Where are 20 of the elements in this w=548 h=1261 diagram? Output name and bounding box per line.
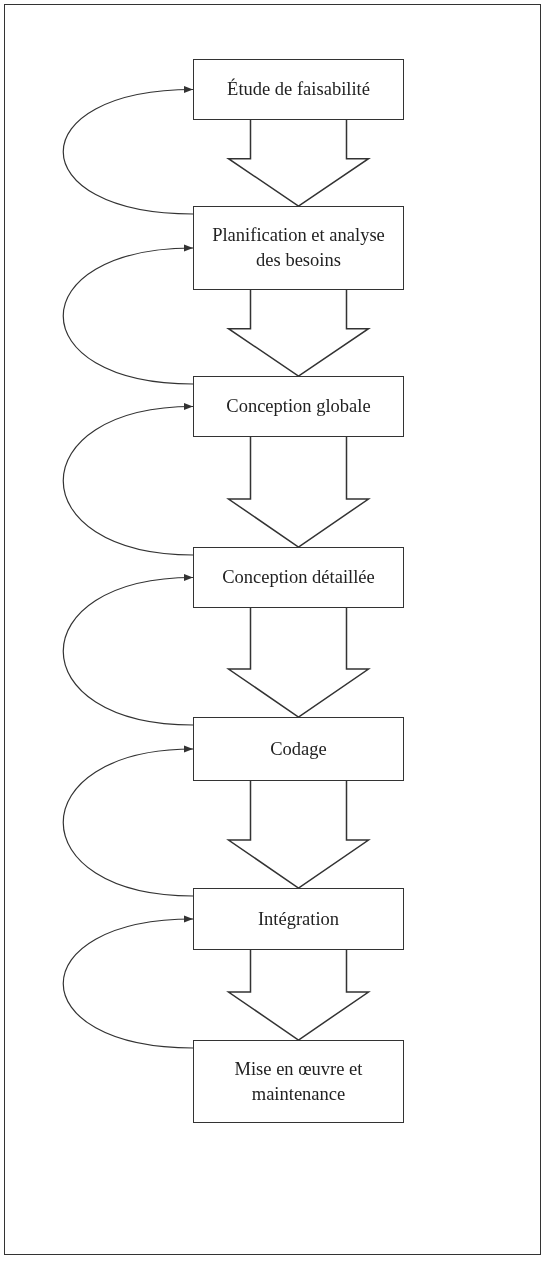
process-box (193, 888, 404, 950)
step-label: Intégration (257, 907, 340, 931)
process-box (193, 547, 404, 608)
feedback-arrow (62, 916, 194, 1049)
process-box (193, 1040, 404, 1123)
process-box (193, 717, 404, 781)
feedback-arrow (62, 746, 194, 897)
process-box (193, 59, 404, 120)
feedback-arrow (62, 574, 194, 726)
step-label: Planification et analyse des besoins (211, 224, 386, 272)
step-label: Codage (270, 737, 327, 761)
feedback-arrow (62, 86, 194, 215)
feedback-arrow (62, 403, 194, 556)
process-box (193, 376, 404, 437)
step-label: Conception globale (226, 395, 371, 418)
step-label: Étude de faisabilité (227, 77, 370, 101)
process-box (193, 206, 404, 290)
step-label: Mise en œuvre et maintenance (233, 1057, 364, 1106)
step-label: Conception détaillée (222, 566, 375, 589)
feedback-arrow (62, 245, 194, 385)
